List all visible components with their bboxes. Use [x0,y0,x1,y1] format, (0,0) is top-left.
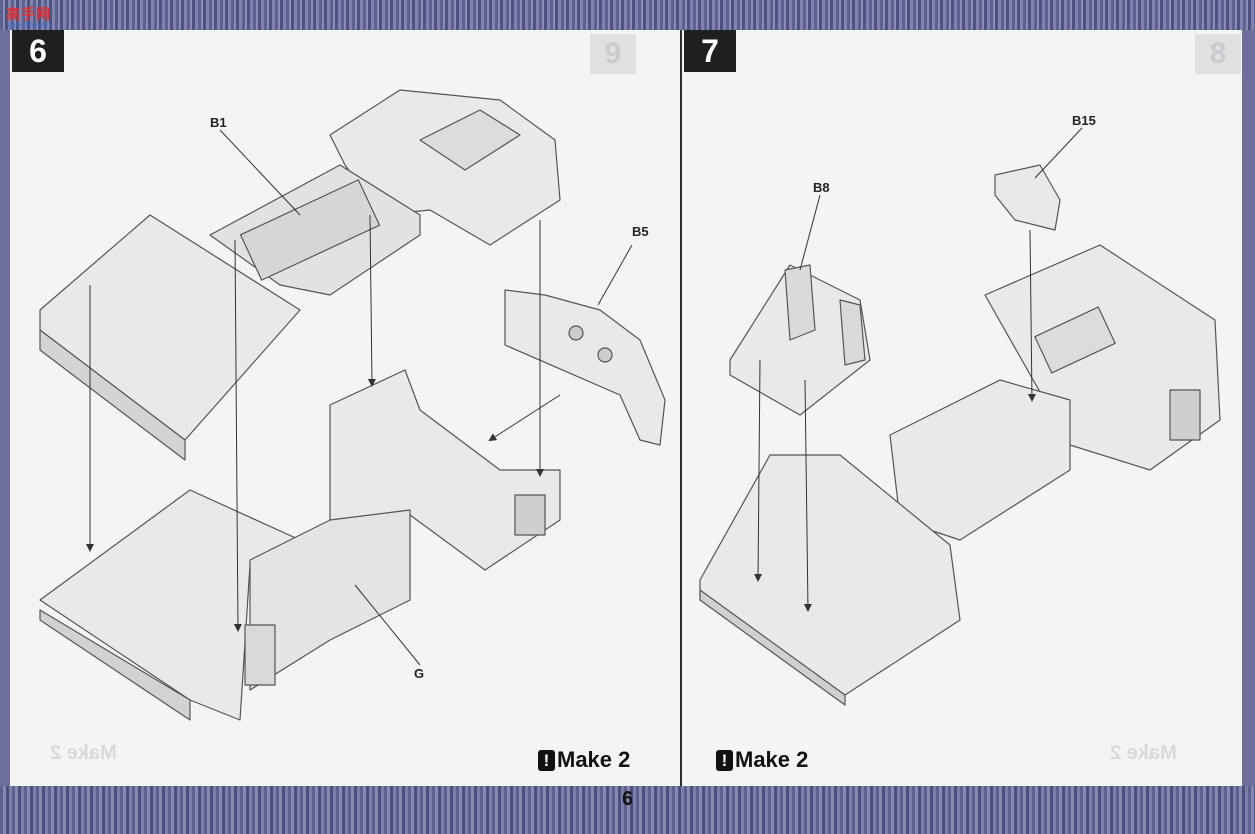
arrow-b1 [367,214,376,387]
ghost-step-number-right: 8 [1195,34,1241,74]
bottom-scan-strip [0,786,1255,834]
part-b8 [729,264,871,416]
part-b1-top-deck [209,89,561,296]
make-note-step-6: ! Make 2 [538,747,630,773]
part-label-b15: B15 [1072,113,1096,128]
leader-b15 [1034,127,1083,179]
site-logo: 高手网 [6,6,51,22]
leader-b1 [219,129,301,216]
part-label-g: G [414,666,425,681]
part-hull-assembly-7 [699,244,1221,706]
part-b15 [994,164,1061,231]
exclamation-icon: ! [716,749,733,771]
step-divider [680,30,682,786]
part-label-b8: B8 [813,180,830,195]
page-number: 6 [621,788,634,810]
make-note-text: Make 2 [735,747,809,772]
arrow-b8-2 [803,379,812,612]
step-number-7: 7 [684,30,736,72]
ghost-step-number-left: 9 [590,34,636,74]
part-g-hull [39,369,561,721]
make-note-step-7: ! Make 2 [716,747,808,773]
exclamation-icon: ! [538,749,555,771]
leader-b5 [597,244,633,306]
step-number-6: 6 [12,30,64,72]
make-note-text: Make 2 [557,747,631,772]
arrow-plate-2 [233,239,242,632]
part-label-b1: B1 [210,115,227,130]
arrow-b5 [488,394,561,442]
leader-g [354,584,421,666]
part-label-b5: B5 [632,224,649,239]
top-scan-strip [0,0,1255,30]
leader-b8 [799,194,821,271]
arrow-b8-1 [754,359,763,582]
site-logo-url: gao-shou.com [8,22,53,29]
arrow-b15 [1027,229,1036,402]
part-b5-side-plate [504,289,666,446]
